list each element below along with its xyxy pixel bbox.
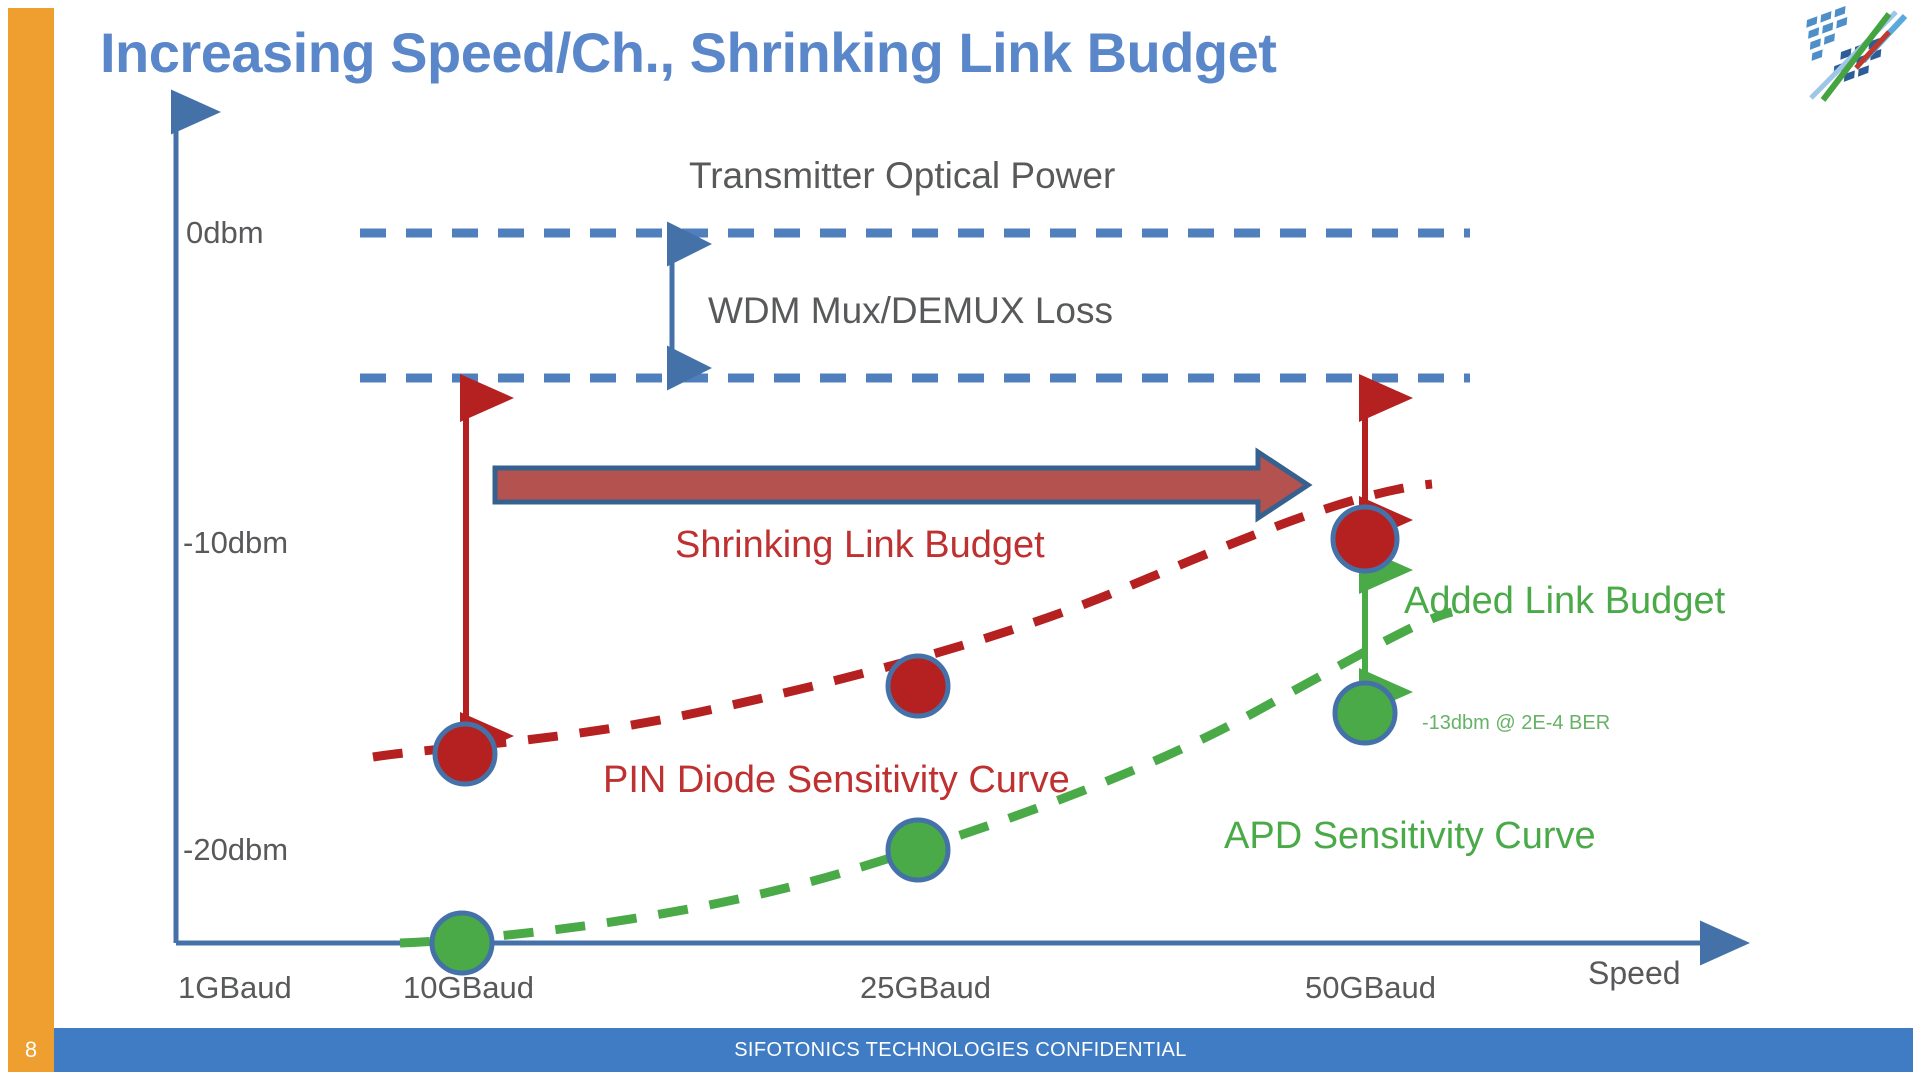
x-axis-title: Speed <box>1588 955 1681 991</box>
page-title: Increasing Speed/Ch., Shrinking Link Bud… <box>100 21 1277 84</box>
x-tick-25gbaud: 25GBaud <box>860 970 991 1005</box>
x-tick-1gbaud: 1GBaud <box>178 970 292 1005</box>
x-tick-10gbaud: 10GBaud <box>403 970 534 1005</box>
y-tick-minus10dbm: -10dbm <box>183 525 289 560</box>
x-tick-50gbaud: 50GBaud <box>1305 970 1436 1005</box>
sifotonics-logo-icon <box>1806 6 1908 102</box>
data-point-apd-25g <box>885 817 951 883</box>
annotation-apd-sensitivity-value: -13dbm @ 2E-4 BER <box>1422 712 1611 734</box>
y-tick-minus20dbm: -20dbm <box>183 832 289 867</box>
pin-diode-sensitivity-curve <box>372 479 1433 762</box>
left-accent-bar <box>8 8 54 1060</box>
annotation-apd-sensitivity-curve: APD Sensitivity Curve <box>1224 815 1596 857</box>
y-tick-0dbm: 0dbm <box>186 215 264 250</box>
annotation-wdm-mux-demux-loss: WDM Mux/DEMUX Loss <box>708 290 1113 331</box>
data-point-pin-10g <box>432 721 498 787</box>
annotation-transmitter-optical-power: Transmitter Optical Power <box>689 155 1116 196</box>
annotation-pin-diode-sensitivity-curve: PIN Diode Sensitivity Curve <box>603 759 1070 801</box>
apd-sensitivity-curve <box>399 607 1454 948</box>
footer-confidential-text: SIFOTONICS TECHNOLOGIES CONFIDENTIAL <box>734 1038 1187 1061</box>
slide-page-number: 8 <box>8 1028 54 1072</box>
data-point-pin-25g <box>885 653 951 719</box>
annotation-shrinking-link-budget: Shrinking Link Budget <box>675 524 1045 566</box>
footer-bar <box>8 1028 1913 1072</box>
data-point-apd-50g <box>1332 680 1398 746</box>
data-point-pin-50g <box>1330 504 1400 574</box>
annotation-added-link-budget: Added Link Budget <box>1404 580 1726 622</box>
trend-arrow <box>492 447 1313 523</box>
data-point-apd-10g <box>429 910 495 976</box>
